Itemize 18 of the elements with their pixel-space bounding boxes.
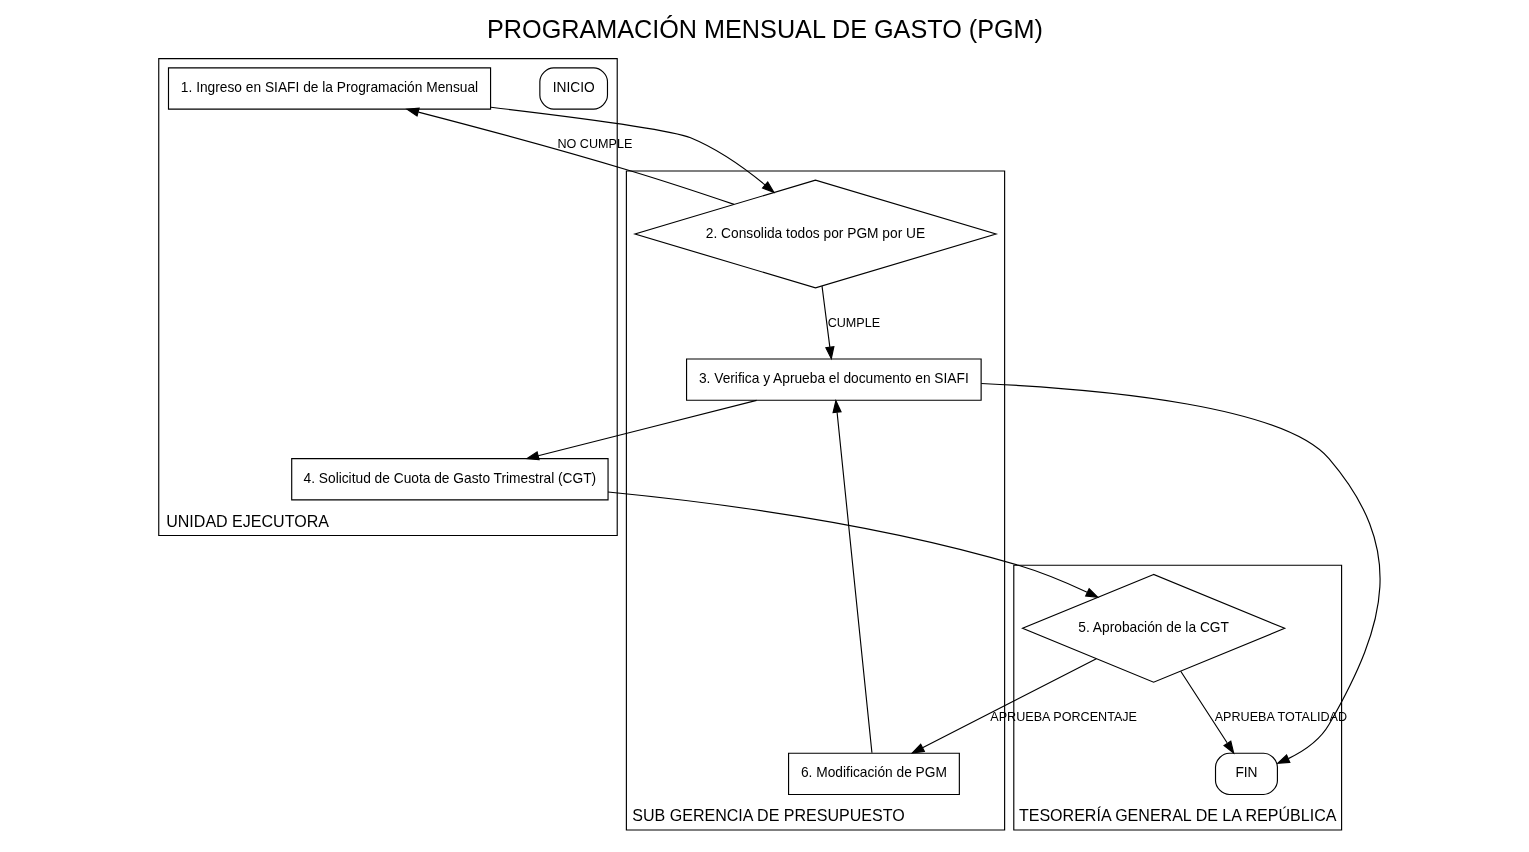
- arrow: [910, 658, 1097, 754]
- arrow: [607, 491, 1099, 599]
- node-box: FIN: [1214, 752, 1278, 796]
- node-box: INICIO: [538, 67, 608, 110]
- arrow: [489, 106, 775, 194]
- arrow: [524, 399, 757, 461]
- arrow: [404, 107, 735, 205]
- diagram-title: PROGRAMACIÓN MENSUAL DE GASTO (PGM): [486, 14, 1043, 43]
- node-box: 3. Verifica y Aprueba el documento en SIAFI: [685, 358, 982, 401]
- node-diamond: 5. Aprobación de la CGT: [1020, 573, 1286, 683]
- edge-label: CUMPLE: [827, 315, 880, 330]
- arrow: [980, 382, 1380, 764]
- arrow: [831, 398, 872, 754]
- node-box: 4. Solicitud de Cuota de Gasto Trimestral (CGT): [290, 458, 609, 501]
- arrow: [820, 285, 835, 361]
- node-box: 1. Ingreso en SIAFI de la Programación Mensual: [167, 67, 491, 110]
- node-box: 6. Modificación de PGM: [787, 752, 960, 796]
- arrow: [1179, 670, 1235, 755]
